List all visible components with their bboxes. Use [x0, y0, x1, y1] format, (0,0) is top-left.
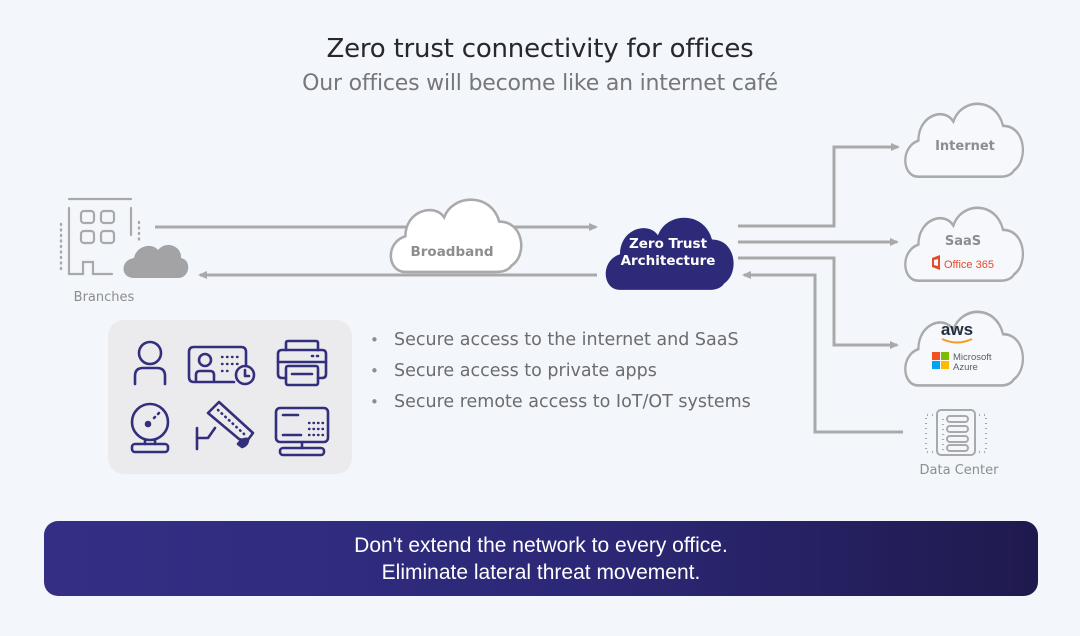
devices-panel	[108, 320, 352, 474]
page-subtitle: Our offices will become like an internet…	[302, 71, 778, 96]
branches-label: Branches	[74, 290, 135, 305]
data-center-label: Data Center	[920, 463, 1000, 478]
broadband-label: Broadband	[410, 244, 493, 260]
connection-lines	[155, 143, 903, 434]
zta-to-cloud-providers-line	[738, 256, 899, 349]
devices-grid	[130, 339, 330, 457]
banner-line-2: Eliminate lateral threat movement.	[381, 560, 701, 584]
office-building-icon	[59, 197, 141, 276]
bullet-icon: •	[370, 393, 379, 411]
benefit-item: • Secure access to the internet and SaaS	[370, 325, 751, 356]
azure-label-line2: Azure	[953, 362, 978, 373]
zta-label-line2: Architecture	[621, 253, 716, 269]
aws-smile-icon	[941, 338, 973, 344]
zta-label-line1: Zero Trust	[629, 236, 708, 252]
security-camera-icon	[195, 400, 255, 451]
aws-logo: aws	[941, 320, 973, 339]
printer-icon	[276, 339, 328, 387]
bullet-icon: •	[370, 362, 379, 380]
zta-to-internet-line	[738, 143, 900, 228]
benefit-item: • Secure access to private apps	[370, 356, 751, 387]
office365-icon	[932, 255, 940, 270]
badge-reader-icon	[187, 345, 256, 386]
page-title: Zero trust connectivity for offices	[326, 34, 754, 64]
terminal-icon	[274, 406, 330, 457]
broadband-cloud	[389, 198, 523, 274]
benefit-text: Secure access to private apps	[394, 361, 657, 381]
bullet-icon: •	[370, 331, 379, 349]
user-icon	[133, 340, 167, 386]
office365-label: Office 365	[944, 259, 994, 271]
office365-logo: Office 365	[932, 255, 994, 271]
internet-label: Internet	[935, 139, 995, 154]
benefits-list: •Secure access to the internet and SaaS …	[370, 325, 751, 418]
webcam-icon	[130, 402, 170, 454]
banner-line-1: Don't extend the network to every office…	[354, 533, 728, 557]
message-banner: Don't extend the network to every office…	[44, 521, 1038, 596]
benefit-item: • Secure remote access to IoT/OT systems	[370, 387, 751, 418]
data-center-to-zta-line	[742, 271, 903, 434]
server-rack-icon	[924, 409, 988, 456]
microsoft-logo-icon	[932, 352, 949, 369]
branch-cloud-icon	[123, 244, 189, 278]
azure-label-line1: Microsoft	[953, 352, 992, 363]
benefit-text: Secure remote access to IoT/OT systems	[394, 392, 751, 412]
benefit-text: Secure access to the internet and SaaS	[394, 330, 739, 350]
saas-label: SaaS	[945, 234, 981, 249]
